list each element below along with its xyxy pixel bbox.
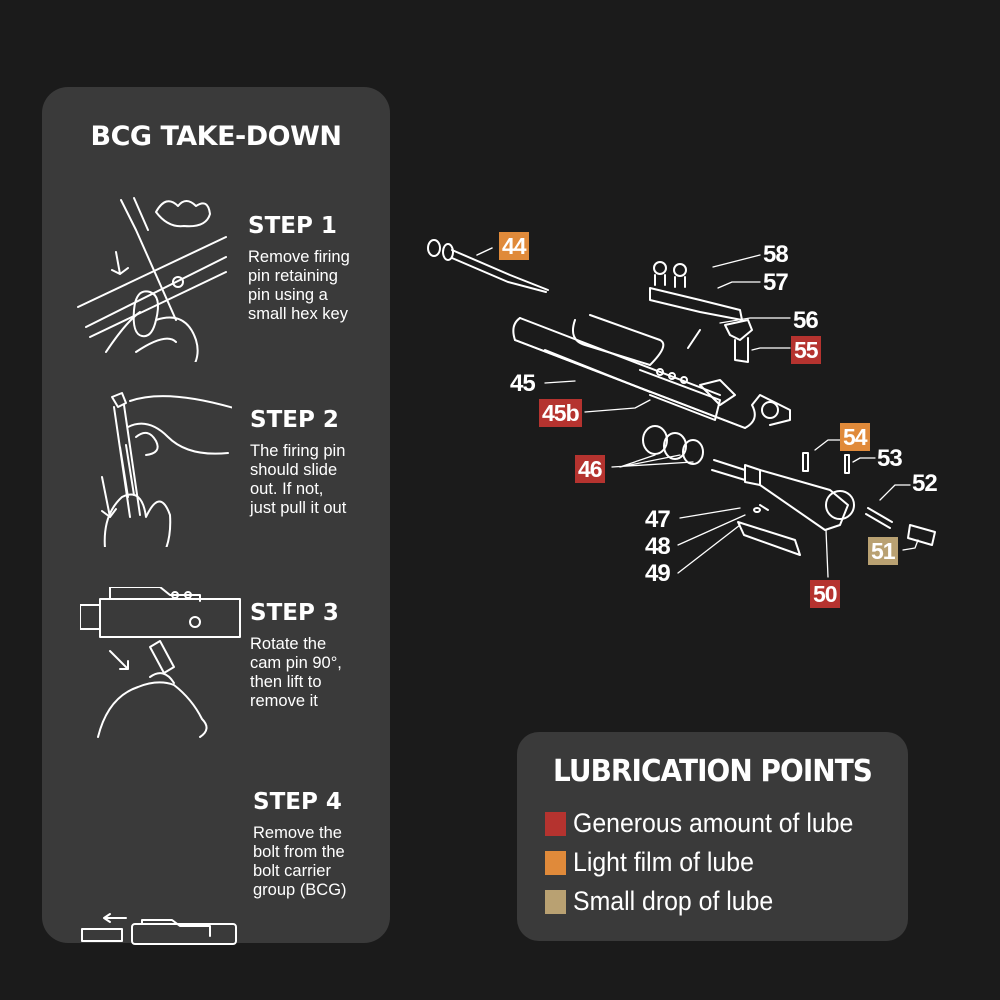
gas-rings-part: [642, 425, 704, 465]
step4-text: Remove the bolt from the bolt carrier gr…: [253, 824, 383, 900]
bolt-carrier-part: [512, 314, 791, 429]
part-label-44: 44: [499, 232, 529, 260]
step2-line: The firing pin: [250, 442, 346, 460]
part-label-45: 45: [510, 370, 536, 397]
bolt-part: [711, 459, 855, 531]
part-label-57: 57: [763, 269, 789, 296]
step1-line: pin using a: [248, 286, 328, 304]
lubrication-title: LUBRICATION POINTS: [553, 754, 873, 789]
part-label-58: 58: [763, 241, 789, 268]
step4-line: Remove the: [253, 824, 342, 842]
step4-heading: STEP 4: [253, 789, 342, 815]
step4-illustration: [81, 913, 237, 945]
step3-line: then lift to: [250, 673, 322, 691]
step2-line: just pull it out: [250, 499, 347, 517]
part-label-53: 53: [877, 445, 903, 472]
step4-line: group (BCG): [253, 881, 347, 899]
part-label-54: 54: [840, 423, 870, 451]
swatch-orange: [545, 850, 566, 875]
part-label-50: 50: [810, 580, 840, 608]
legend-label: Generous amount of lube: [573, 808, 854, 838]
step3-line: cam pin 90°,: [250, 654, 342, 672]
step1-line: small hex key: [248, 305, 348, 323]
small-parts: [737, 452, 936, 556]
part-label-55: 55: [791, 336, 821, 364]
step3-line: Rotate the: [250, 635, 327, 653]
legend-item-small: Small drop of lube: [545, 886, 791, 917]
legend-label: Light film of lube: [573, 847, 754, 877]
step3-text: Rotate the cam pin 90°, then lift to rem…: [250, 635, 380, 711]
step4-line: bolt carrier: [253, 862, 331, 880]
part-label-51: 51: [868, 537, 898, 565]
takedown-title: BCG TAKE-DOWN: [90, 121, 343, 152]
legend-item-light: Light film of lube: [545, 847, 770, 878]
part-label-46: 46: [575, 455, 605, 483]
step1-illustration: [77, 197, 227, 362]
step2-heading: STEP 2: [250, 407, 339, 433]
legend-item-generous: Generous amount of lube: [545, 808, 878, 839]
step2-line: should slide: [250, 461, 338, 479]
legend-label: Small drop of lube: [573, 886, 774, 916]
step2-text: The firing pin should slide out. If not,…: [250, 442, 380, 518]
gas-key-part: [649, 261, 743, 321]
part-label-48: 48: [645, 533, 671, 560]
part-label-45b: 45b: [539, 399, 582, 427]
part-label-52: 52: [912, 470, 938, 497]
step2-illustration: [101, 392, 232, 547]
part-label-49: 49: [645, 560, 671, 587]
step3-illustration: [80, 587, 241, 738]
step1-line: pin retaining: [248, 267, 338, 285]
firing-pin-part: [427, 239, 549, 293]
step1-text: Remove firing pin retaining pin using a …: [248, 248, 378, 324]
step3-line: remove it: [250, 692, 318, 710]
lubrication-legend-panel: LUBRICATION POINTS Generous amount of lu…: [517, 732, 908, 941]
part-label-47: 47: [645, 506, 671, 533]
step3-heading: STEP 3: [250, 600, 339, 626]
cam-pin-part: [687, 319, 753, 363]
swatch-tan: [545, 889, 566, 914]
takedown-panel: BCG TAKE-DOWN STEP 1 Remove firing pin r…: [42, 87, 390, 945]
step1-line: Remove firing: [248, 248, 350, 266]
swatch-red: [545, 811, 566, 836]
leader-lines: [544, 254, 919, 578]
part-label-56: 56: [793, 307, 819, 334]
step1-heading: STEP 1: [248, 213, 337, 239]
step4-line: bolt from the: [253, 843, 345, 861]
step2-line: out. If not,: [250, 480, 324, 498]
